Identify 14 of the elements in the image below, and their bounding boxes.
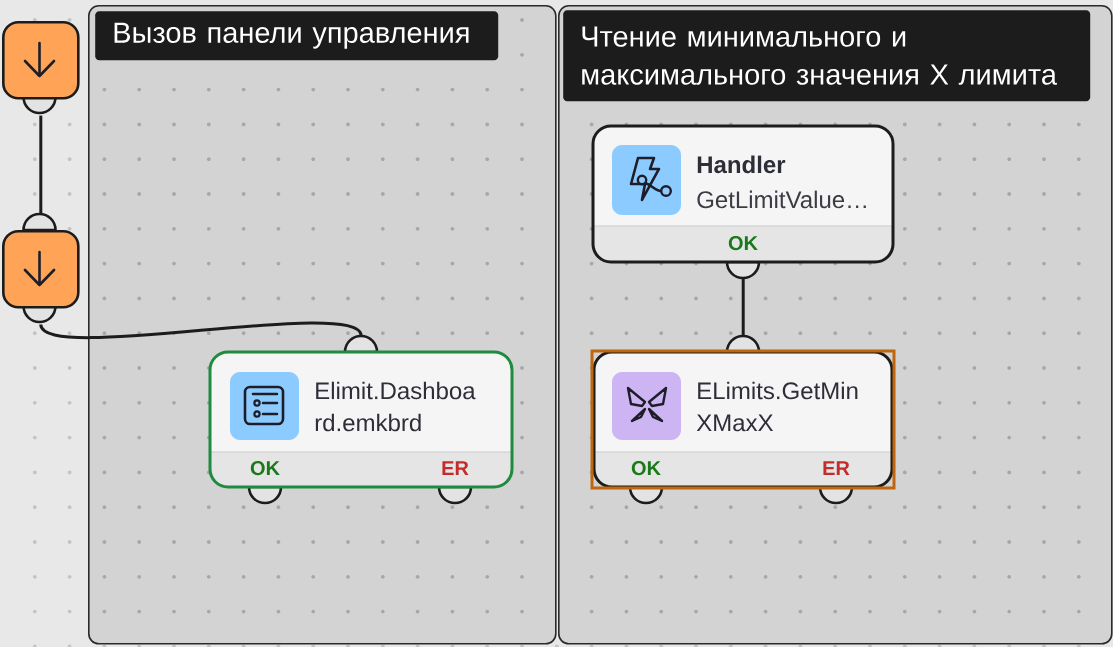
connector-line — [39, 115, 43, 214]
node-title: ELimits.GetMinXMaxX — [696, 381, 858, 432]
status-label: OK — [728, 236, 758, 251]
panel-title: Вызов панели управления — [95, 11, 499, 61]
status-label: OK — [250, 461, 280, 476]
panel-title: Чтение минимального и максимального значения X лимита — [563, 10, 1091, 102]
connector-line — [39, 321, 363, 340]
node-title: Elimit.Dashboard.emkbrd — [315, 381, 476, 432]
node-title: Handler — [697, 155, 786, 174]
status-label: ER — [442, 461, 469, 475]
status-label: ER — [823, 461, 850, 475]
status-label: OK — [631, 461, 661, 476]
node-subtitle: GetLimitValue… — [697, 190, 866, 209]
connector-line — [741, 278, 745, 336]
